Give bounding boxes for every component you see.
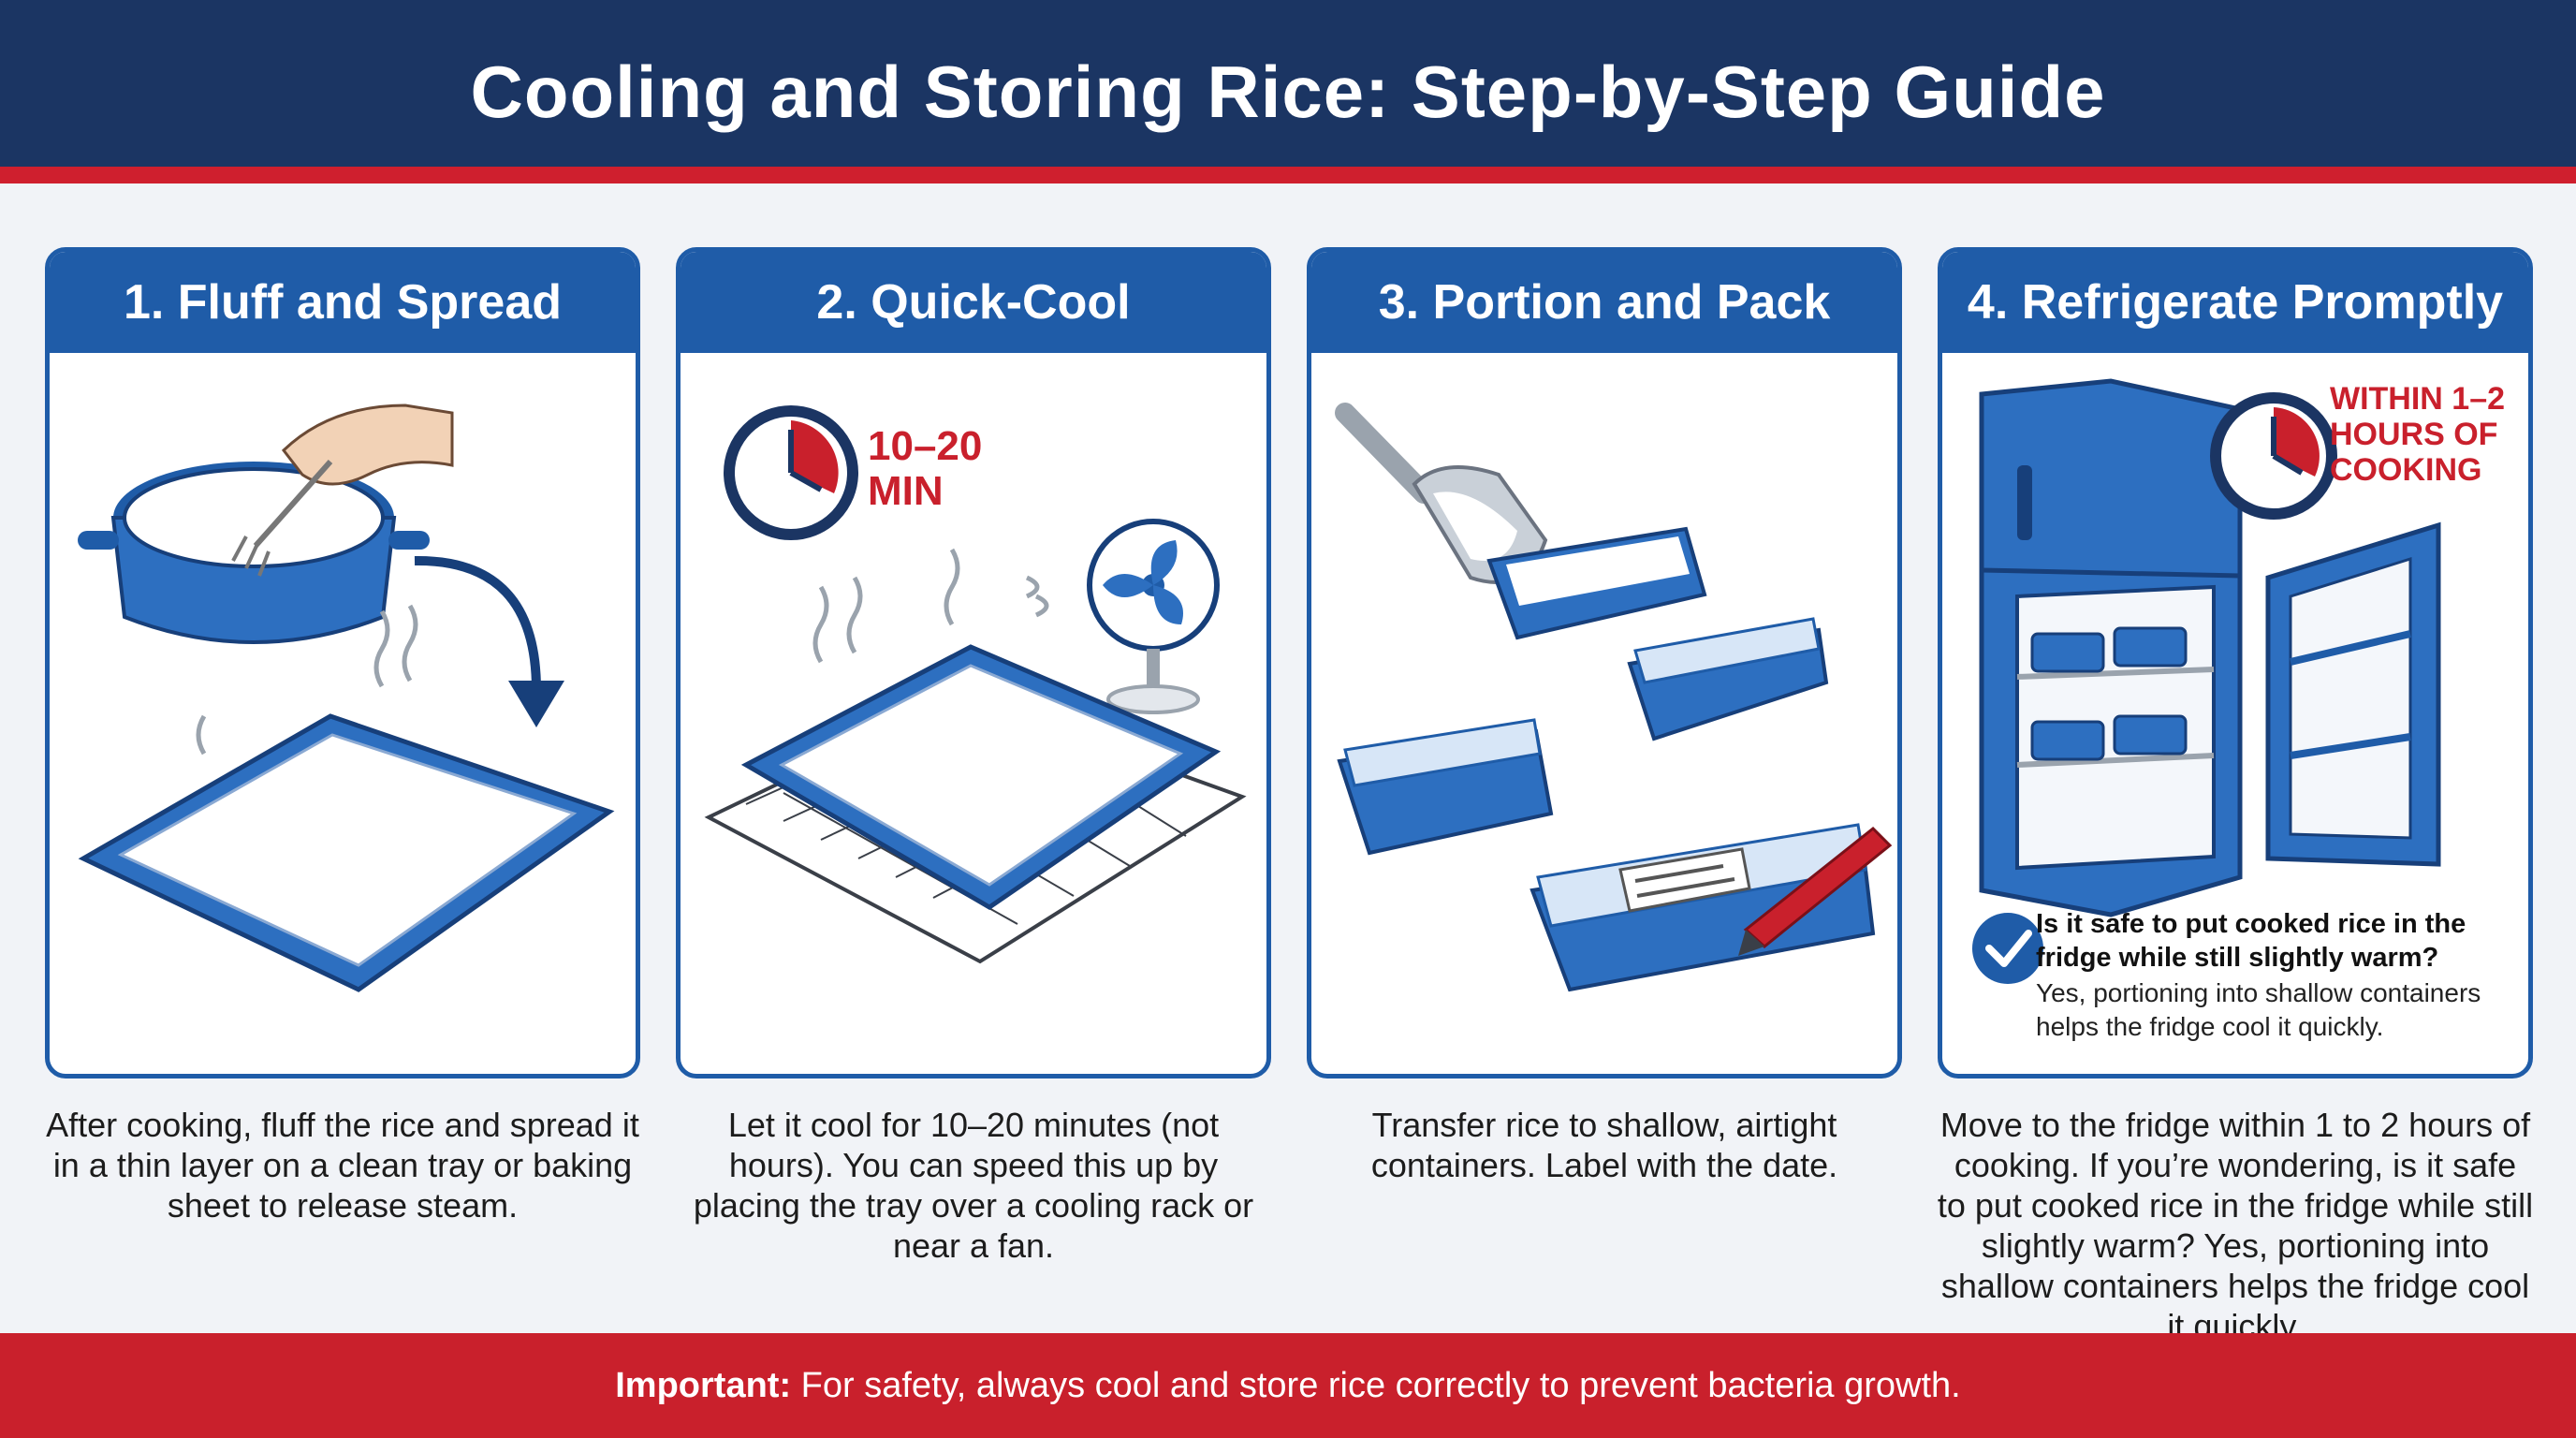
pot-icon <box>78 462 430 644</box>
step-1-description: After cooking, fluff the rice and spread… <box>46 1106 639 1225</box>
step-4-timer-label: WITHIN 1–2 HOURS OF COOKING <box>2330 381 2506 488</box>
steam-icon <box>812 548 1049 664</box>
faq-question: Is it safe to put cooked rice in the fri… <box>2036 909 2466 973</box>
hand-with-fork-icon <box>231 404 454 577</box>
scoop-icon <box>1335 403 1548 584</box>
faq-answer: Yes, portioning into shallow containers … <box>2036 978 2481 1041</box>
step-card-1: 1. Fluff and Spread <box>45 247 640 1078</box>
step-3-description: Transfer rice to shallow, airtight conta… <box>1370 1106 1838 1184</box>
step-card-4: 4. Refrigerate Promptly <box>1938 247 2533 1078</box>
fridge-icon <box>1979 378 2441 917</box>
baking-tray-icon <box>78 713 615 992</box>
baking-tray-icon <box>740 644 1222 910</box>
step-2-illustration: 10–20 MIN <box>681 353 1266 1074</box>
step-1-illustration <box>50 353 636 1074</box>
step-1-title: 1. Fluff and Spread <box>50 252 636 353</box>
footer-text: For safety, always cool and store rice c… <box>791 1366 1961 1405</box>
timer-icon <box>2210 392 2337 520</box>
arrow-icon <box>414 555 564 727</box>
step-2-title: 2. Quick-Cool <box>681 252 1266 353</box>
fan-icon <box>1087 519 1220 714</box>
date-label-icon <box>1618 847 1751 913</box>
steam-icon <box>196 604 418 756</box>
pen-icon <box>1738 826 1893 956</box>
header-banner: Cooling and Storing Rice: Step-by-Step G… <box>0 0 2576 183</box>
step-card-3: 3. Portion and Pack <box>1307 247 1902 1078</box>
step-card-2: 2. Quick-Cool <box>676 247 1271 1078</box>
step-4-illustration: WITHIN 1–2 HOURS OF COOKING Is it safe t… <box>1942 353 2528 1074</box>
checkmark-icon <box>1972 913 2043 984</box>
step-4-title: 4. Refrigerate Promptly <box>1942 252 2528 353</box>
timer-icon <box>724 405 858 540</box>
step-2-description: Let it cool for 10–20 minutes (not hours… <box>693 1106 1254 1265</box>
step-4-description: Move to the fridge within 1 to 2 hours o… <box>1937 1106 2534 1345</box>
page-title: Cooling and Storing Rice: Step-by-Step G… <box>470 51 2106 133</box>
step-3-illustration <box>1311 353 1897 1074</box>
footer-banner: Important: For safety, always cool and s… <box>0 1333 2576 1438</box>
step-3-title: 3. Portion and Pack <box>1311 252 1897 353</box>
step-2-timer-label: 10–20 MIN <box>868 423 983 514</box>
footer-label: Important: <box>615 1366 792 1405</box>
